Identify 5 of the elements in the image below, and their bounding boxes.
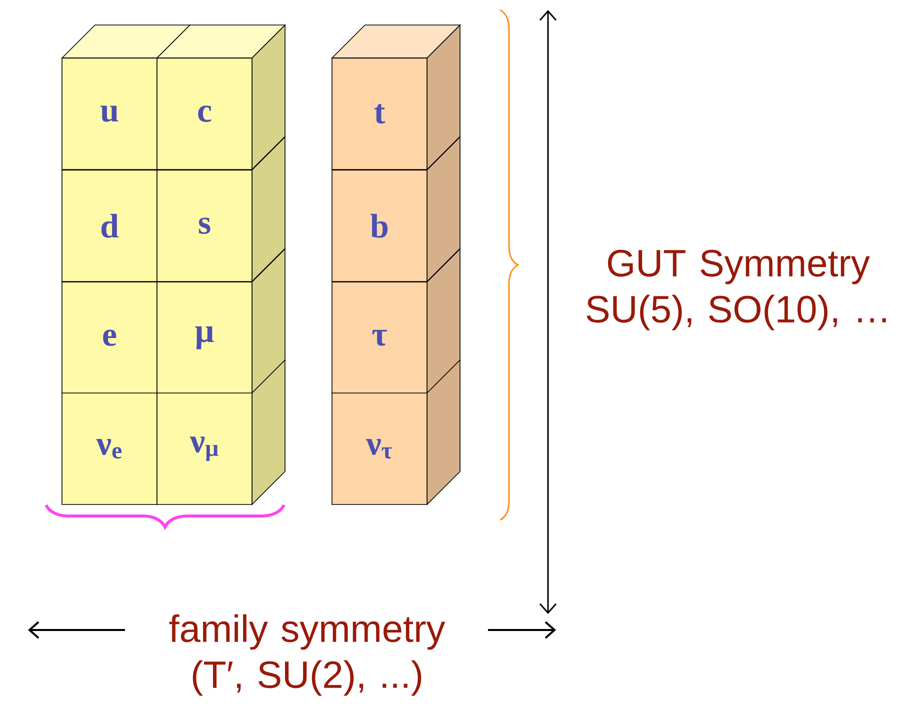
axis-label: GUT Symmetry SU(5), SO(10), … [586, 250, 886, 330]
cube: d [62, 170, 158, 282]
axis-label: family symmetry (T′, SU(2), ...) [169, 614, 446, 696]
cube: ν$_{e}$ [62, 392, 158, 505]
cube: e [62, 282, 158, 394]
